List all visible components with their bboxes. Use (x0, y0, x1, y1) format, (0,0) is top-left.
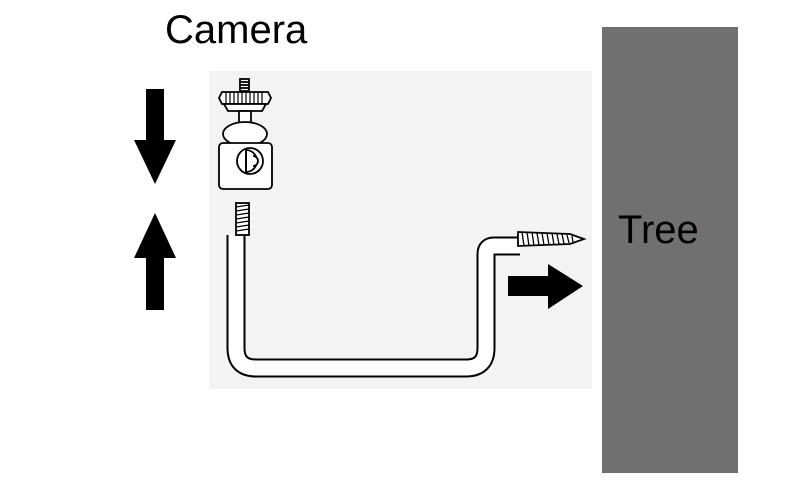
arrow-right-icon (508, 264, 583, 309)
tree-trunk (602, 27, 738, 473)
camera-label: Camera (165, 8, 308, 52)
arrow-up-icon (134, 213, 176, 310)
hardware-panel (209, 71, 592, 389)
tree-label: Tree (618, 208, 699, 252)
screw-in-bracket-icon (226, 202, 587, 378)
camera-ball-head-icon (217, 78, 273, 190)
arrow-down-icon (134, 89, 176, 184)
